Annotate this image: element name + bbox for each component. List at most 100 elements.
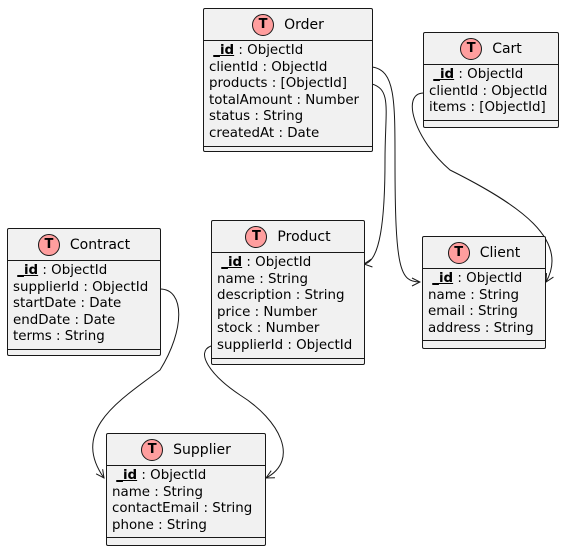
field-name: supplierId bbox=[13, 279, 80, 295]
field-type: : String bbox=[464, 304, 518, 320]
field-row: status : String bbox=[209, 109, 372, 126]
field-row: supplierId : ObjectId bbox=[217, 338, 364, 355]
field-name: products bbox=[209, 76, 268, 92]
field-type: : String bbox=[254, 271, 308, 287]
field-row: supplierId : ObjectId bbox=[13, 280, 160, 297]
field-row: terms : String bbox=[13, 329, 160, 346]
field-type: : ObjectId bbox=[79, 279, 149, 295]
field-row: stock : Number bbox=[217, 321, 364, 338]
field-row: startDate : Date bbox=[13, 296, 160, 313]
primary-key-name: _id bbox=[213, 43, 235, 58]
field-row: _id : ObjectId bbox=[209, 43, 372, 60]
field-row: address : String bbox=[428, 321, 545, 338]
field-type: : ObjectId bbox=[242, 255, 312, 270]
field-name: startDate bbox=[13, 296, 77, 312]
entity-title: Cart bbox=[492, 40, 522, 57]
field-row: contactEmail : String bbox=[112, 501, 265, 518]
method-compartment bbox=[107, 537, 265, 545]
field-type: : Number bbox=[292, 92, 360, 108]
primary-key-name: _id bbox=[17, 263, 39, 278]
field-row: _id : ObjectId bbox=[13, 263, 160, 280]
field-row: clientId : ObjectId bbox=[429, 84, 558, 101]
field-row: endDate : Date bbox=[13, 313, 160, 330]
field-name: supplierId bbox=[217, 337, 284, 353]
primary-key-name: _id bbox=[221, 255, 243, 270]
field-name: totalAmount bbox=[209, 92, 293, 108]
field-type: : Number bbox=[250, 304, 318, 320]
method-compartment bbox=[8, 348, 160, 357]
field-type: : Number bbox=[252, 321, 320, 337]
entity-header: T Order bbox=[204, 9, 372, 41]
field-row: price : Number bbox=[217, 305, 364, 322]
edge-contract-supplierid-to-supplier bbox=[92, 288, 180, 478]
field-row: clientId : ObjectId bbox=[209, 60, 372, 77]
edge-order-products-to-product bbox=[364, 83, 387, 264]
entity-title: Order bbox=[284, 16, 324, 33]
table-type-badge-icon: T bbox=[460, 37, 483, 60]
field-row: email : String bbox=[428, 304, 545, 321]
field-name: terms bbox=[13, 329, 52, 345]
field-row: products : [ObjectId] bbox=[209, 76, 372, 93]
field-name: name bbox=[112, 484, 150, 500]
field-type: : Date bbox=[70, 312, 116, 328]
field-type: : ObjectId bbox=[478, 83, 548, 99]
method-compartment bbox=[204, 145, 372, 154]
field-name: clientId bbox=[429, 83, 479, 99]
field-row: totalAmount : Number bbox=[209, 93, 372, 110]
field-row: createdAt : Date bbox=[209, 126, 372, 143]
field-type: : String bbox=[250, 109, 304, 125]
primary-key-name: _id bbox=[433, 67, 455, 82]
field-name: clientId bbox=[209, 59, 259, 75]
field-name: contactEmail bbox=[112, 501, 200, 517]
entity-header: T Supplier bbox=[107, 434, 265, 466]
entity-title: Product bbox=[277, 228, 331, 245]
field-row: phone : String bbox=[112, 518, 265, 535]
field-name: description bbox=[217, 288, 292, 304]
field-type: : String bbox=[153, 517, 207, 533]
field-type: : ObjectId bbox=[38, 263, 108, 278]
method-compartment bbox=[424, 119, 558, 128]
table-type-badge-icon: T bbox=[245, 225, 268, 248]
field-name: createdAt bbox=[209, 125, 275, 141]
field-name: stock bbox=[217, 321, 253, 337]
field-name: email bbox=[428, 304, 465, 320]
entity-title: Supplier bbox=[173, 441, 231, 458]
field-type: : ObjectId bbox=[283, 337, 353, 353]
field-name: endDate bbox=[13, 312, 71, 328]
field-row: description : String bbox=[217, 288, 364, 305]
field-type: : String bbox=[480, 320, 534, 336]
table-type-badge-icon: T bbox=[447, 241, 470, 264]
entity-header: T Client bbox=[423, 237, 545, 269]
field-name: items bbox=[429, 100, 467, 116]
field-type: : [ObjectId] bbox=[267, 76, 348, 92]
field-type: : ObjectId bbox=[258, 59, 328, 75]
field-type: : String bbox=[199, 501, 253, 517]
entity-title: Client bbox=[479, 244, 521, 261]
field-row: _id : ObjectId bbox=[112, 468, 265, 485]
primary-key-name: _id bbox=[116, 468, 138, 483]
field-type: : Date bbox=[76, 296, 122, 312]
table-type-badge-icon: T bbox=[252, 13, 275, 36]
field-type: : Date bbox=[274, 125, 320, 141]
field-type: : String bbox=[465, 287, 519, 303]
method-compartment bbox=[212, 357, 364, 366]
entity-header: T Cart bbox=[424, 33, 558, 65]
field-name: address bbox=[428, 320, 481, 336]
field-name: price bbox=[217, 304, 251, 320]
field-name: phone bbox=[112, 517, 154, 533]
field-type: : String bbox=[149, 484, 203, 500]
